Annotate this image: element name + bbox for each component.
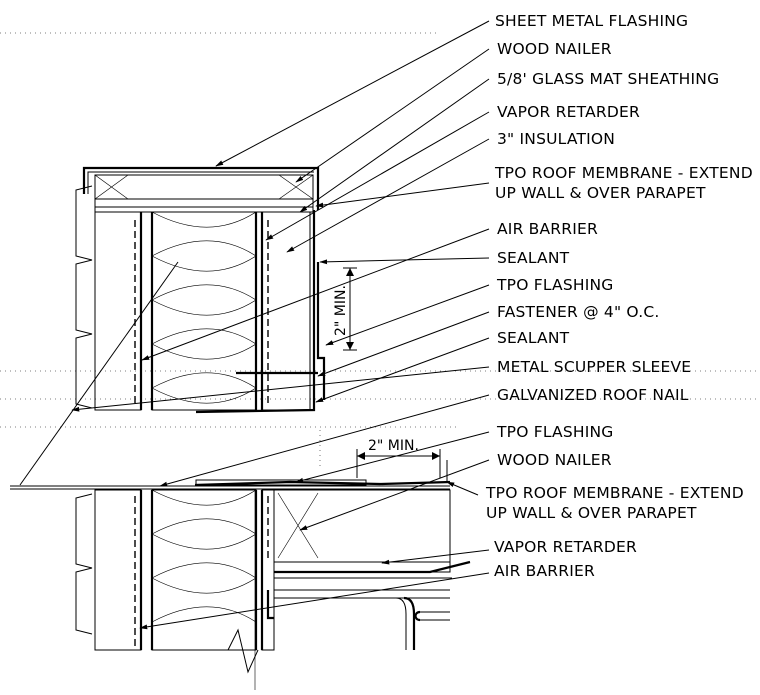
upper-parapet-section	[75, 166, 357, 414]
label-glass-mat-sheathing: 5/8' GLASS MAT SHEATHING	[497, 70, 719, 88]
dimension-labels: 2" MIN. 2" MIN.	[333, 285, 419, 454]
lower-callout-labels: TPO FLASHING WOOD NAILER TPO ROOF MEMBRA…	[485, 423, 744, 580]
label-metal-scupper-sleeve: METAL SCUPPER SLEEVE	[497, 358, 691, 376]
label-fastener: FASTENER @ 4" O.C.	[497, 303, 659, 321]
label-tpo-membrane-line1: TPO ROOF MEMBRANE - EXTEND	[494, 164, 753, 182]
lower-roof-section	[10, 449, 471, 690]
label-galvanized-roof-nail: GALVANIZED ROOF NAIL	[497, 386, 689, 404]
label-tpo-membrane-line2: UP WALL & OVER PARAPET	[495, 184, 706, 202]
label-tpo-flashing-lower: TPO FLASHING	[496, 423, 614, 441]
label-sheet-metal-flashing: SHEET METAL FLASHING	[495, 12, 688, 30]
label-insulation: 3" INSULATION	[497, 130, 615, 148]
leader-lines	[19, 20, 490, 630]
label-tpo-membrane-lower-line2: UP WALL & OVER PARAPET	[486, 504, 697, 522]
dimension-horizontal-label: 2" MIN.	[368, 438, 419, 454]
label-wood-nailer-lower: WOOD NAILER	[497, 451, 612, 469]
label-tpo-membrane-lower-line1: TPO ROOF MEMBRANE - EXTEND	[485, 484, 744, 502]
dimension-vertical-label: 2" MIN.	[333, 285, 349, 336]
upper-callout-labels: SHEET METAL FLASHING WOOD NAILER 5/8' GL…	[494, 12, 753, 404]
label-tpo-flashing: TPO FLASHING	[496, 276, 614, 294]
label-sealant: SEALANT	[497, 249, 570, 267]
label-air-barrier: AIR BARRIER	[497, 220, 598, 238]
label-vapor-retarder: VAPOR RETARDER	[497, 103, 640, 121]
label-vapor-retarder-lower: VAPOR RETARDER	[494, 538, 637, 556]
label-sealant-2: SEALANT	[497, 329, 570, 347]
reference-lines	[0, 32, 760, 470]
label-air-barrier-lower: AIR BARRIER	[494, 562, 595, 580]
label-wood-nailer: WOOD NAILER	[497, 40, 612, 58]
